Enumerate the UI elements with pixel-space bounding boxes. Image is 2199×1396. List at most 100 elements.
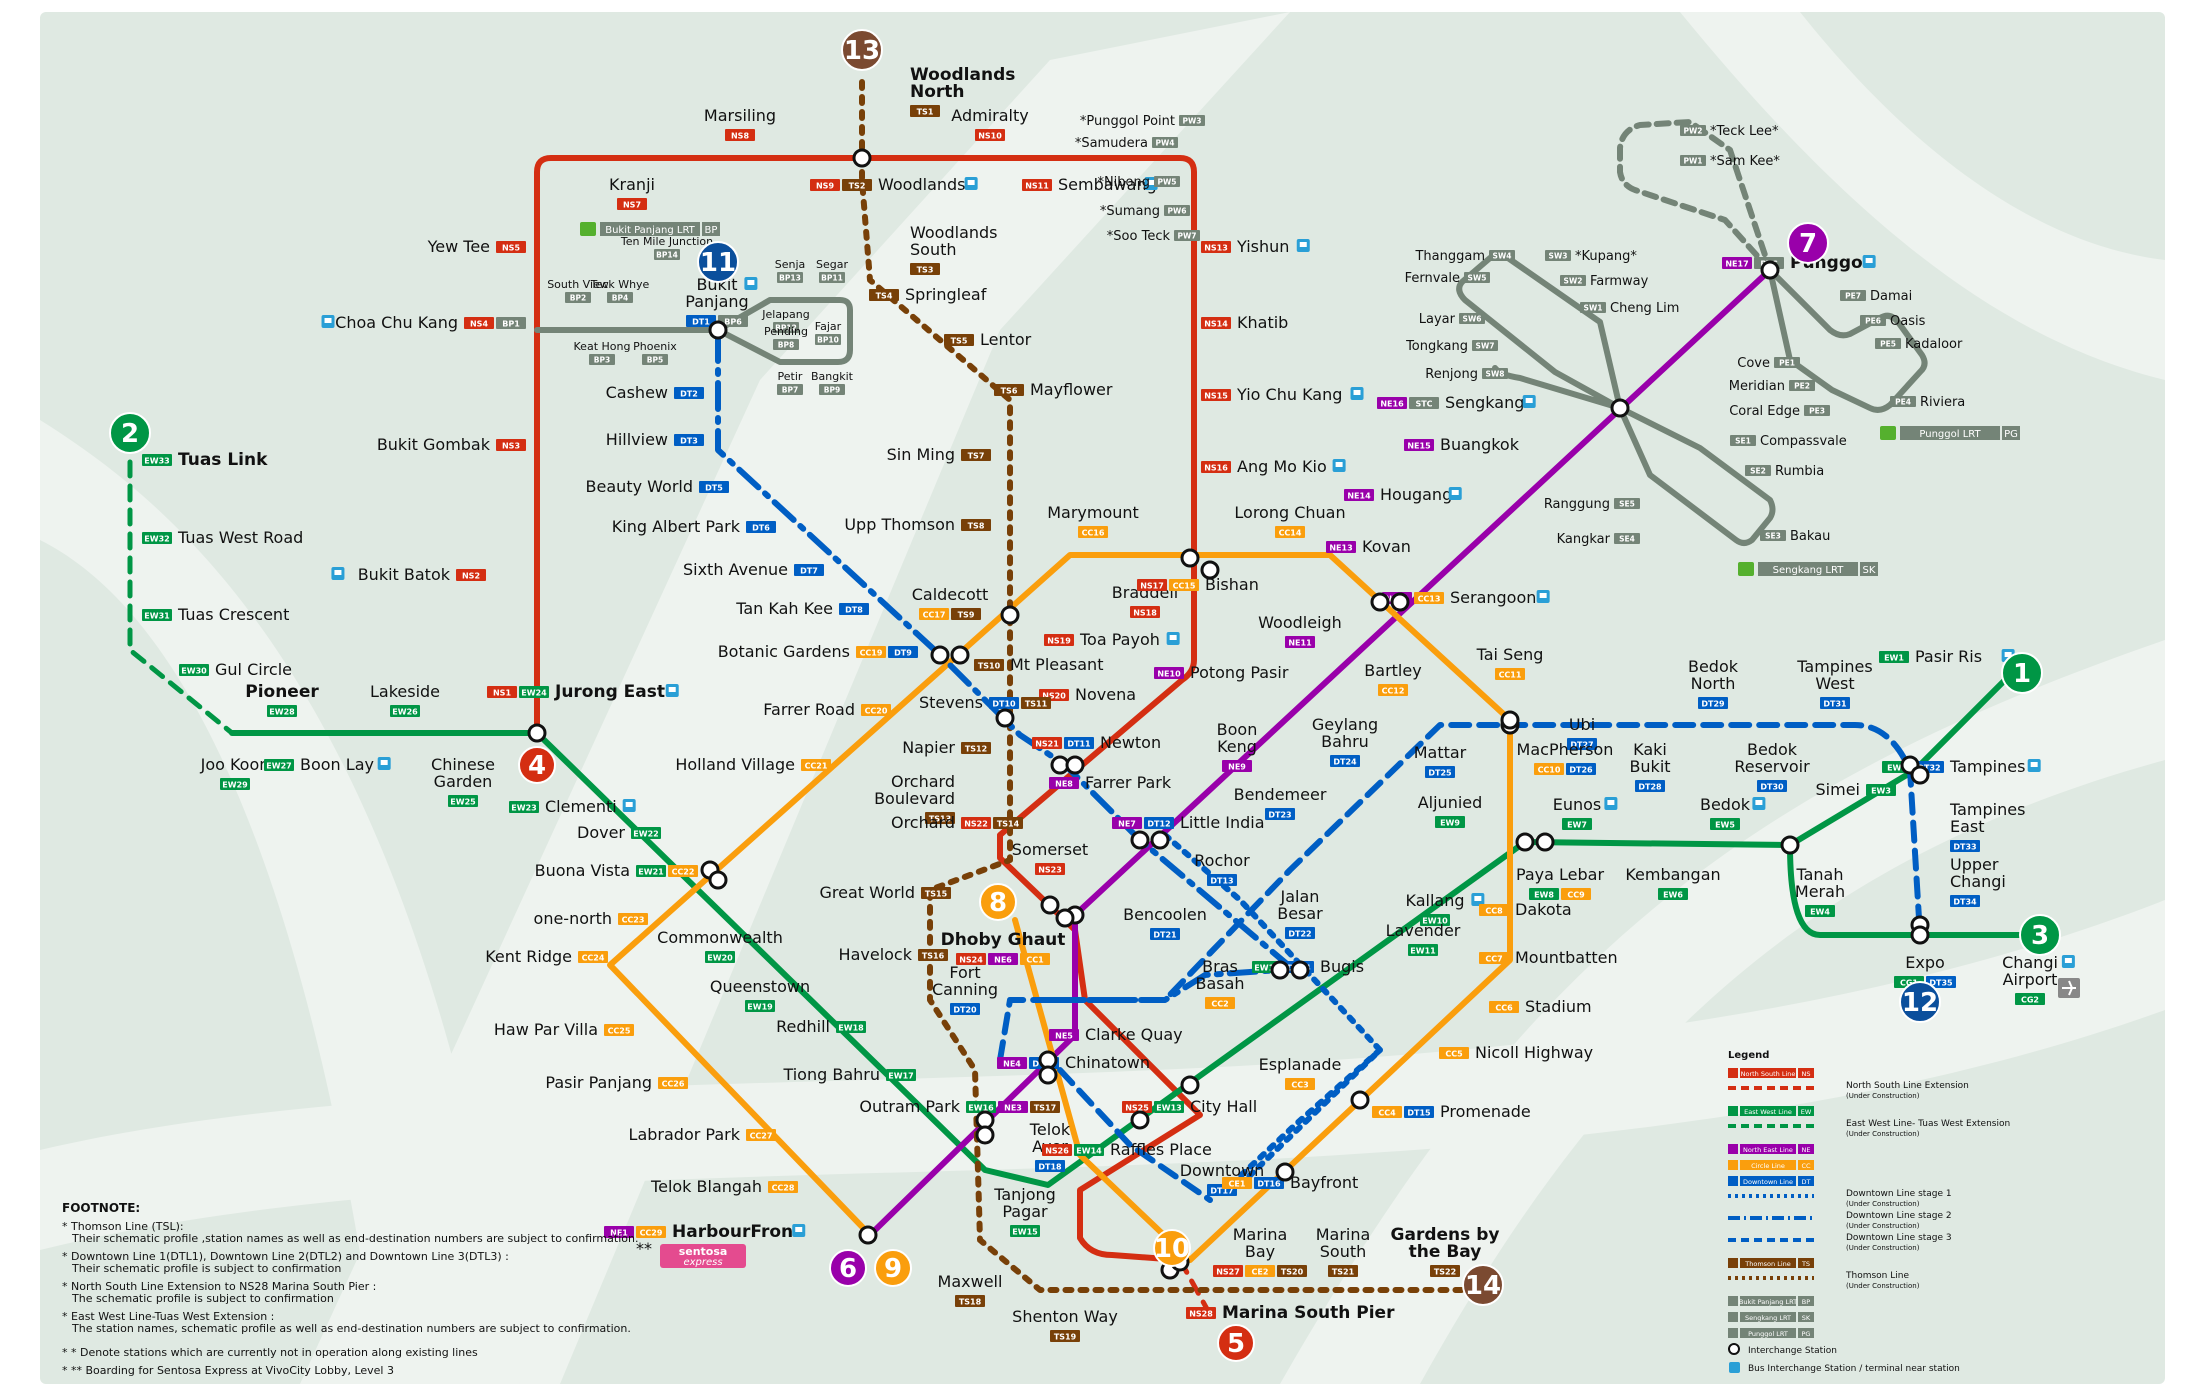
lrt-station-teck-lee[interactable]: *Teck Lee*PW2 [1680,124,1779,139]
lrt-station-sam-kee[interactable]: *Sam Kee*PW1 [1680,154,1780,169]
lrt-station-kupang[interactable]: *Kupang*SW3 [1545,249,1637,264]
